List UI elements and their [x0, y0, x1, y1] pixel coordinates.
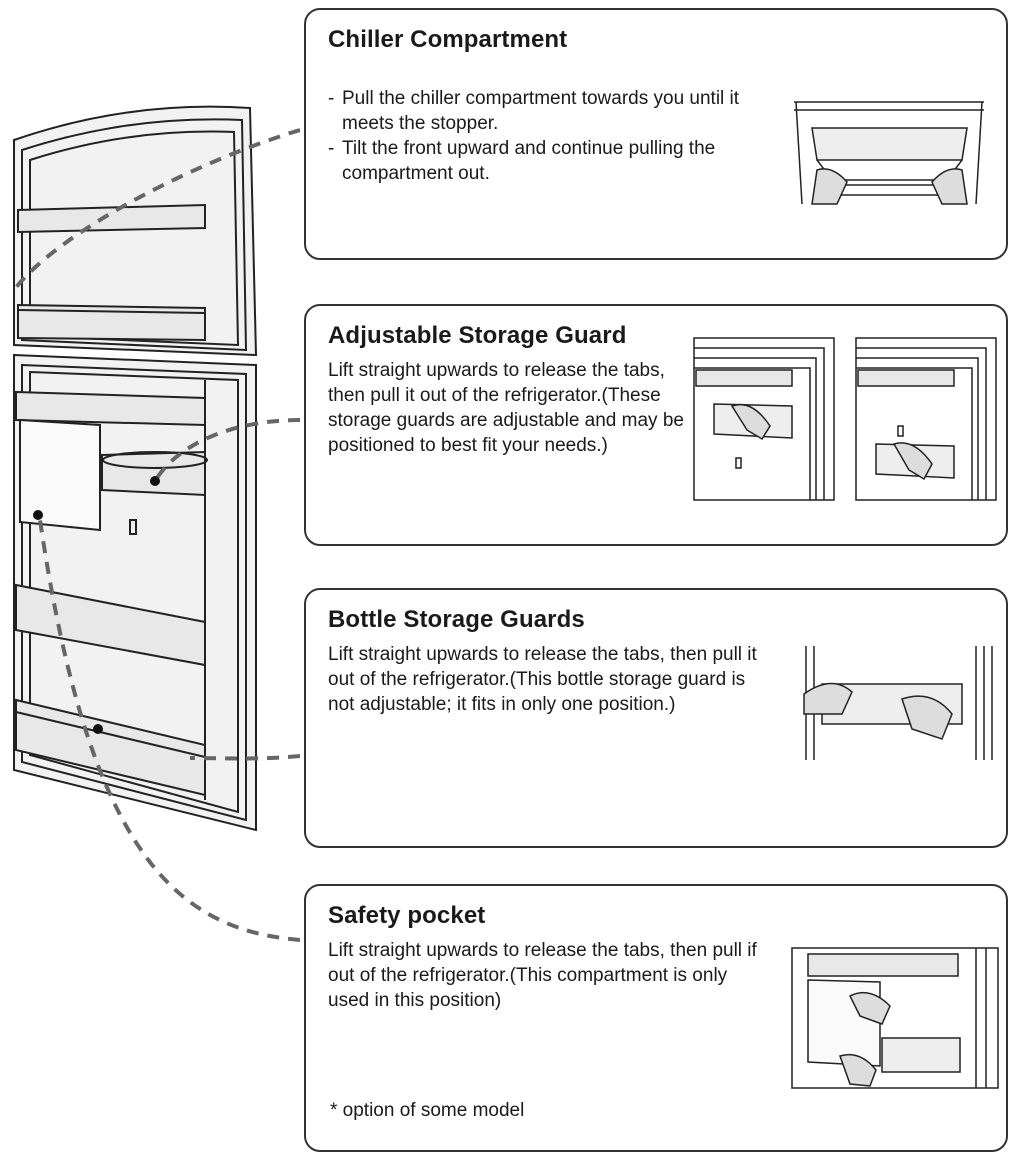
- chiller-compartment-steps: Pull the chiller compartment towards you…: [328, 86, 768, 186]
- chiller-step-1: Pull the chiller compartment towards you…: [328, 86, 768, 136]
- adjustable-storage-guard-title: Adjustable Storage Guard: [328, 322, 627, 349]
- refrigerator-door-illustration: [12, 105, 300, 942]
- adjustable-storage-guard-text: Lift straight upwards to release the tab…: [328, 360, 684, 456]
- safety-pocket-text: Lift straight upwards to release the tab…: [328, 940, 757, 1011]
- bottle-storage-guards-panel: Bottle Storage Guards Lift straight upwa…: [304, 588, 1008, 848]
- door-guard-lift-illustration: [693, 337, 997, 501]
- chiller-compartment-title: Chiller Compartment: [328, 26, 568, 53]
- chiller-compartment-panel: Chiller Compartment Pull the chiller com…: [304, 8, 1008, 260]
- safety-pocket-illustration: [791, 947, 999, 1089]
- bottle-guard-lift-illustration: [803, 646, 993, 760]
- bottle-storage-guards-title: Bottle Storage Guards: [328, 606, 585, 633]
- option-note: * option of some model: [330, 1100, 525, 1121]
- chiller-step-2: Tilt the front upward and continue pulli…: [328, 136, 768, 186]
- bottle-storage-guards-text: Lift straight upwards to release the tab…: [328, 644, 757, 715]
- safety-pocket-panel: Safety pocket Lift straight upwards to r…: [304, 884, 1008, 1152]
- chiller-drawer-hands-illustration: [794, 101, 984, 205]
- adjustable-storage-guard-panel: Adjustable Storage Guard Lift straight u…: [304, 304, 1008, 546]
- safety-pocket-title: Safety pocket: [328, 902, 486, 929]
